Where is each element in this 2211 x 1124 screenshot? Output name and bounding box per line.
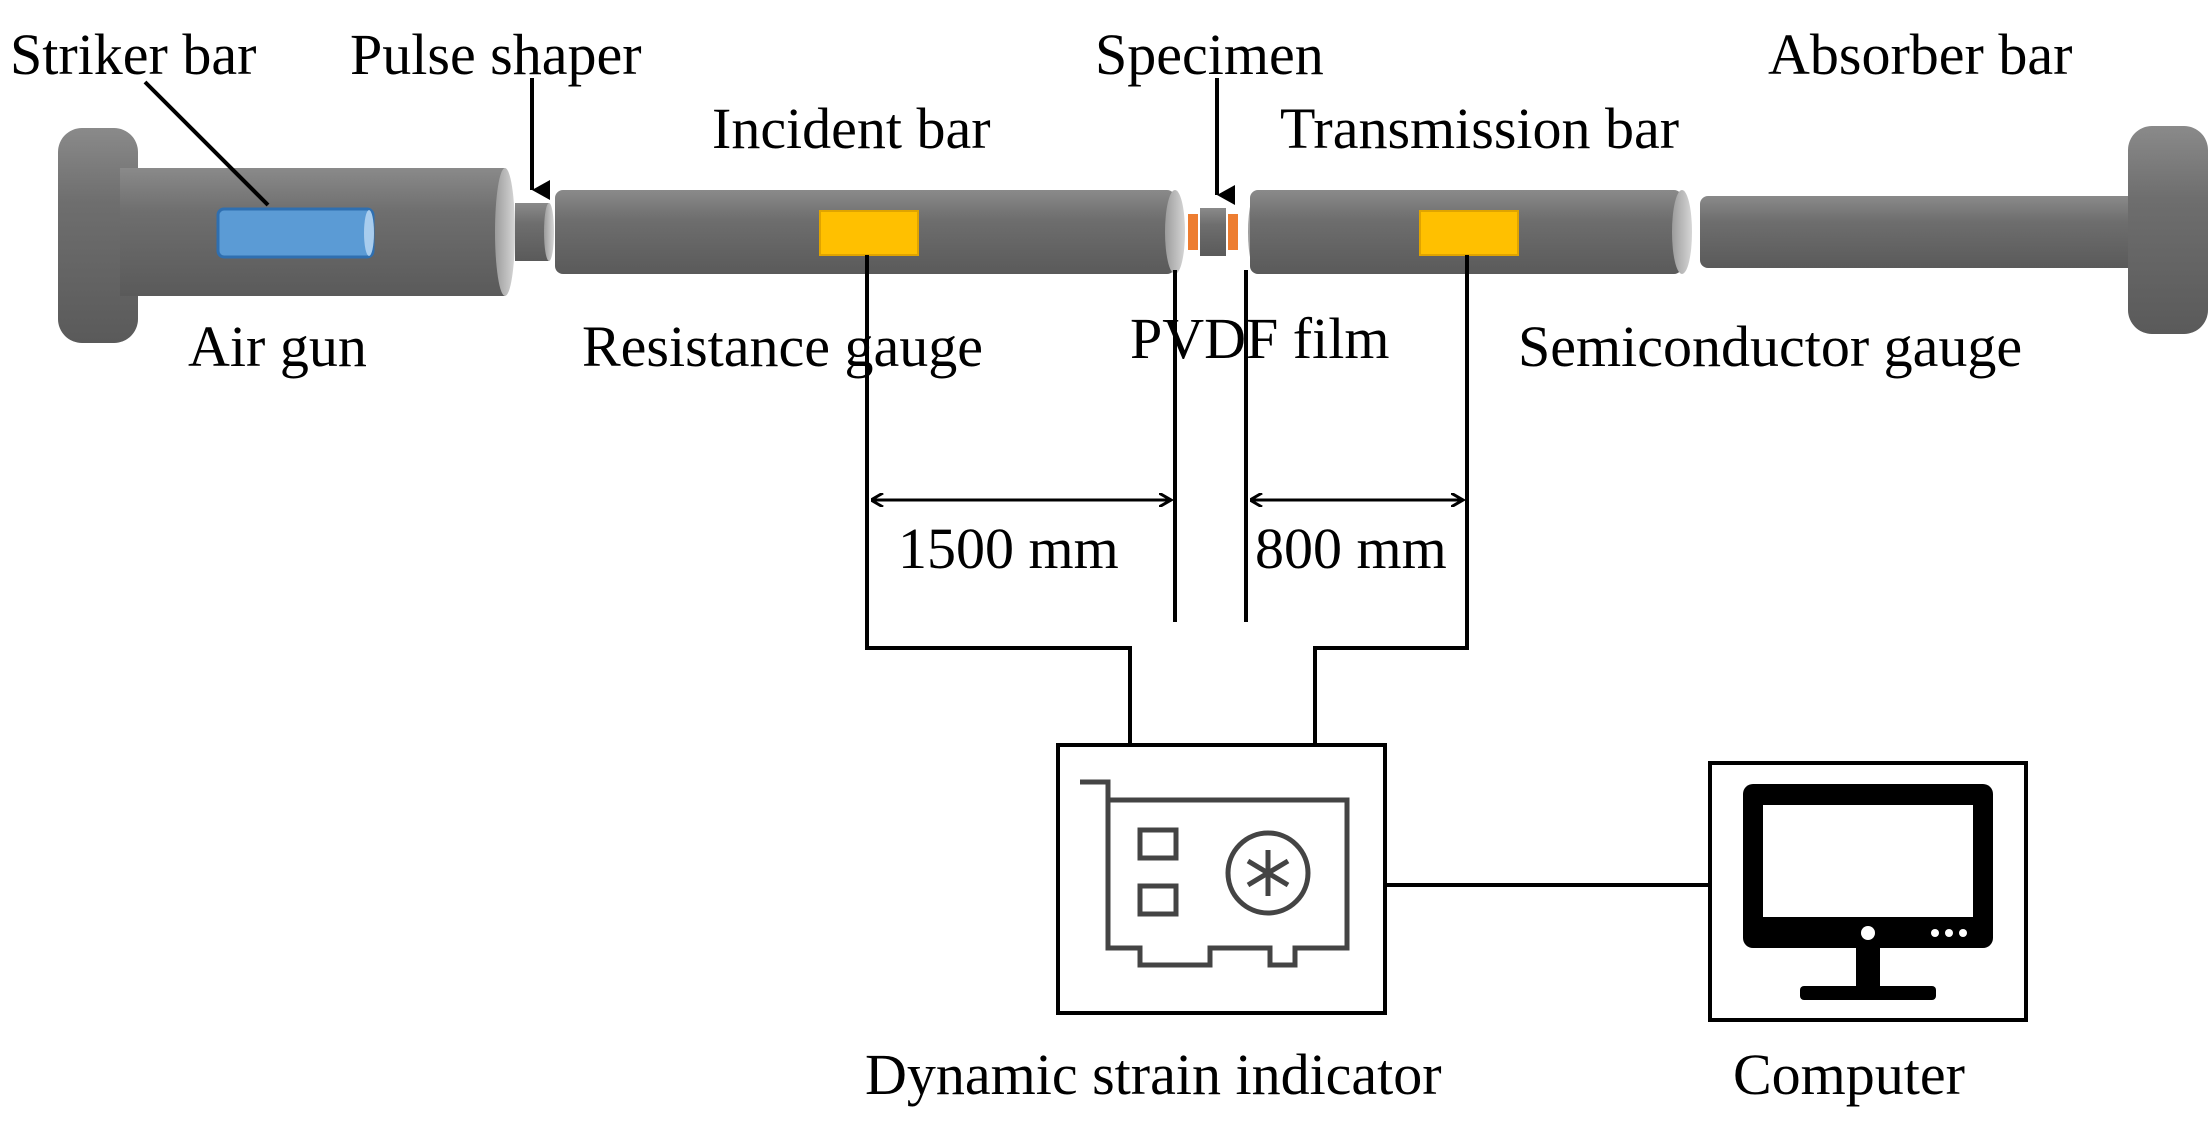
dynamic-strain-indicator — [1056, 743, 1387, 1015]
label-dynamic-strain-indicator: Dynamic strain indicator — [865, 1042, 1442, 1107]
absorber-bar — [1700, 126, 2208, 334]
label-computer: Computer — [1733, 1042, 1965, 1107]
label-transmission-bar: Transmission bar — [1280, 96, 1679, 161]
label-specimen: Specimen — [1095, 22, 1324, 87]
circuit-card-icon — [1080, 779, 1350, 968]
computer — [1708, 761, 2028, 1022]
label-incident-bar: Incident bar — [712, 96, 991, 161]
resistance-gauge-patch — [819, 210, 919, 256]
label-pvdf-film: PVDF film — [1130, 306, 1389, 371]
label-air-gun: Air gun — [188, 314, 367, 379]
semiconductor-gauge-patch — [1419, 210, 1519, 256]
label-dimension-800: 800 mm — [1255, 516, 1447, 581]
label-resistance-gauge: Resistance gauge — [582, 314, 983, 379]
striker-bar — [216, 207, 375, 259]
label-striker-bar: Striker bar — [10, 22, 256, 87]
wiring — [865, 255, 1710, 887]
label-semiconductor-gauge: Semiconductor gauge — [1518, 314, 2022, 379]
label-absorber-bar: Absorber bar — [1768, 22, 2072, 87]
label-dimension-1500: 1500 mm — [898, 516, 1119, 581]
label-pulse-shaper: Pulse shaper — [350, 22, 642, 87]
pulse-shaper — [515, 203, 554, 261]
monitor-icon — [1743, 784, 1993, 1000]
striker-bar-leader — [143, 80, 270, 207]
specimen — [1188, 208, 1238, 256]
